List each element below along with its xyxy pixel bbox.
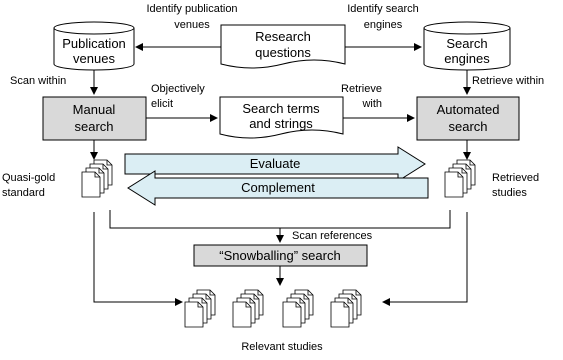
search-engines-node (423, 21, 511, 71)
relevant-documents-icon-1 (185, 290, 215, 327)
relevant-documents-icon-4 (331, 290, 361, 327)
search-terms-line2: and strings (249, 116, 313, 131)
search-engines-line2: engines (444, 51, 490, 66)
edge-retrieved-to-relevant (382, 212, 468, 306)
manual-search-line1: Manual (73, 102, 116, 117)
evaluate-label: Evaluate (250, 156, 301, 171)
manual-search-node (42, 96, 147, 141)
edge-collect-line (109, 210, 451, 229)
label-objectively: Objectively (151, 83, 205, 95)
automated-search-node (416, 96, 520, 141)
label-retrieve: Retrieve (341, 83, 382, 95)
edge-gold-to-relevant (93, 212, 183, 306)
retrieved-studies-label-2: studies (492, 187, 527, 199)
evaluate-arrow (124, 146, 426, 182)
complement-arrow (127, 170, 429, 206)
snowballing-search-node (193, 244, 368, 267)
search-terms-line1: Search terms (242, 101, 320, 116)
publication-venues-line2: venues (73, 51, 115, 66)
label-identify-engines-1: Identify search (347, 3, 419, 15)
automated-search-line1: Automated (437, 102, 500, 117)
relevant-documents-icon-2 (233, 290, 263, 327)
label-with: with (361, 98, 382, 110)
search-engines-line1: Search (446, 36, 487, 51)
relevant-studies-label: Relevant studies (241, 341, 323, 353)
quasi-gold-label-1: Quasi-gold (2, 172, 55, 184)
snowballing-search-label: “Snowballing” search (219, 248, 340, 263)
label-elicit: elicit (151, 98, 173, 110)
publication-venues-node (53, 21, 135, 71)
search-terms-node (219, 96, 344, 139)
retrieved-studies-label-1: Retrieved (492, 172, 539, 184)
label-retrieve-within: Retrieve within (472, 75, 544, 87)
complement-label: Complement (241, 180, 315, 195)
quasi-gold-documents-icon (82, 160, 112, 197)
manual-search-line2: search (74, 119, 113, 134)
label-identify-venues-2: venues (174, 19, 210, 31)
label-scan-within: Scan within (10, 75, 66, 87)
label-identify-venues-1: Identify publication (146, 3, 237, 15)
publication-venues-line1: Publication (62, 36, 126, 51)
label-scan-references: Scan references (292, 230, 373, 242)
automated-search-line2: search (448, 119, 487, 134)
relevant-documents-icon-3 (283, 290, 313, 327)
retrieved-documents-icon (445, 160, 475, 197)
research-questions-line2: questions (255, 45, 311, 60)
research-questions-line1: Research (255, 29, 311, 44)
label-identify-engines-2: engines (364, 19, 403, 31)
quasi-gold-label-2: standard (2, 187, 45, 199)
research-questions-node (220, 24, 346, 69)
